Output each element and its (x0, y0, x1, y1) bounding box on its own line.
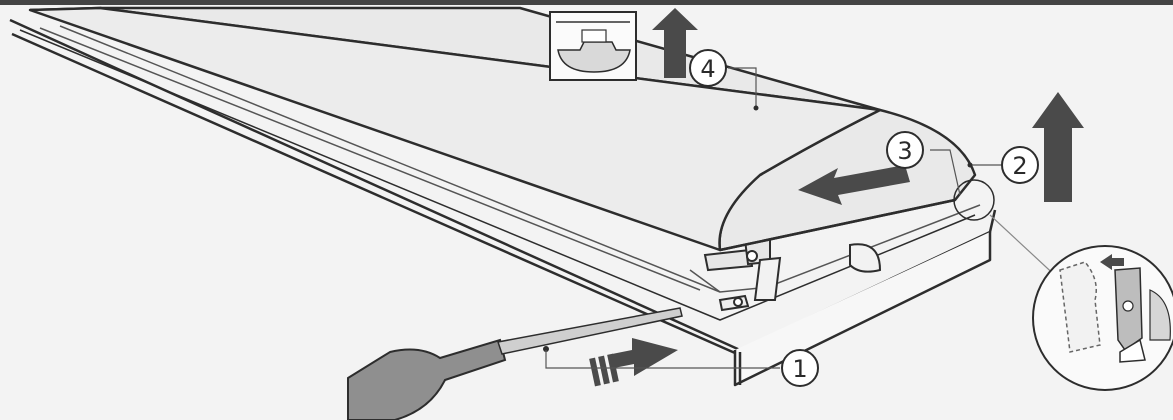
slide-left-arrow (798, 165, 910, 205)
lift-up-arrow-top (652, 8, 698, 78)
screwdriver-icon (347, 307, 683, 420)
push-right-arrow (589, 338, 678, 387)
inset-clip-detail (549, 11, 637, 81)
step-1-marker: 1 (781, 349, 819, 387)
step-4-label: 4 (700, 55, 715, 83)
diffuser-cover (28, 6, 977, 252)
step-3-marker: 3 (886, 131, 924, 169)
lift-up-arrow-right (1032, 92, 1084, 202)
step-4-marker: 4 (689, 49, 727, 87)
callout-dot-2 (967, 162, 973, 168)
callout-lines (545, 67, 1002, 369)
magnifier-detail (1032, 245, 1173, 391)
internal-clips (703, 236, 882, 312)
step-1-label: 1 (792, 355, 807, 383)
callout-dot-4 (753, 105, 759, 111)
top-border (0, 0, 1173, 5)
inner-rails (39, 25, 981, 293)
detail-connector-line (989, 214, 1061, 281)
step-2-marker: 2 (1001, 146, 1039, 184)
detail-focus-circle (953, 179, 995, 221)
housing-tray (9, 18, 997, 387)
step-2-label: 2 (1012, 152, 1027, 180)
step-3-label: 3 (897, 137, 912, 165)
